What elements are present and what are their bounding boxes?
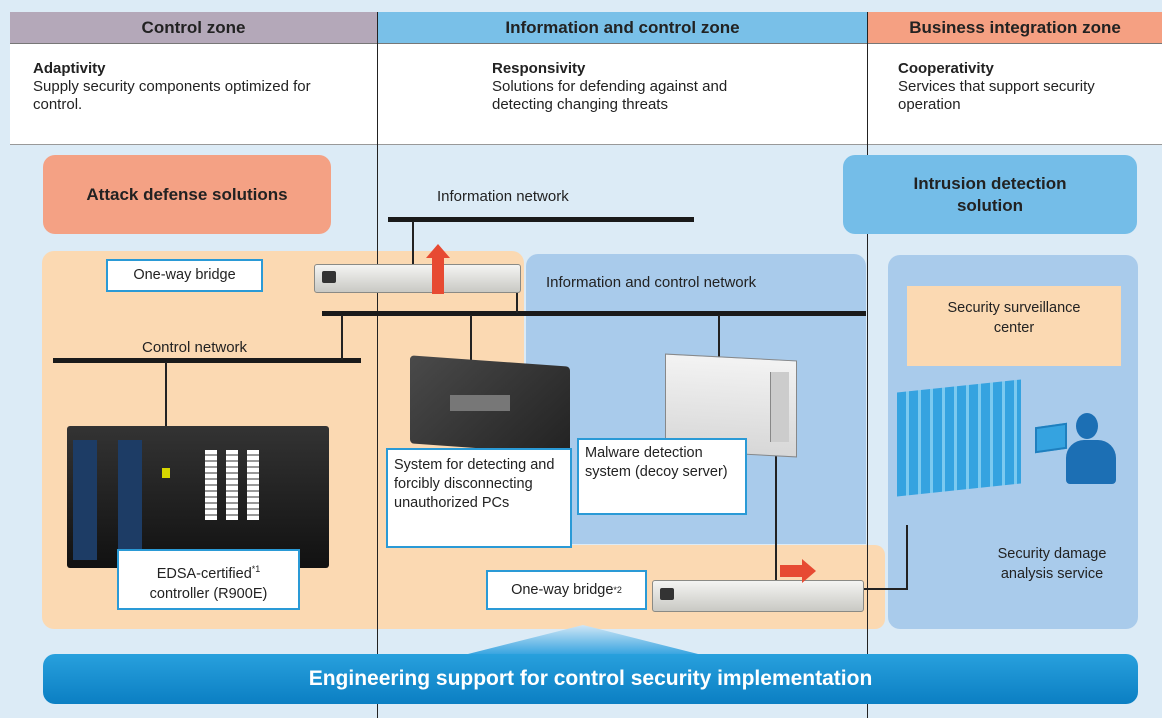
red-up-arrow-shaft (432, 258, 444, 294)
control-network-bar (53, 358, 361, 363)
controller-status-led (162, 468, 170, 478)
red-up-arrow-icon (426, 244, 450, 258)
controller-io-1 (205, 450, 217, 520)
info-control-network-bar (322, 311, 866, 316)
control-zone-text: Supply security components optimized for… (33, 78, 311, 113)
information-network-bar (388, 217, 694, 222)
business-zone-header: Business integration zone (868, 12, 1162, 43)
connector-control-to-controller (165, 362, 167, 447)
engineering-up-arrow (464, 625, 702, 655)
power-socket-icon-bottom (660, 588, 674, 600)
person-icon-body (1066, 440, 1116, 484)
unauthorized-pc-text: System for detecting and forcibly discon… (394, 457, 555, 511)
one-way-bridge-text-bottom: One-way bridge (511, 581, 614, 598)
control-zone-description: Adaptivity Supply security components op… (33, 60, 353, 114)
one-way-bridge-text-top: One-way bridge (133, 267, 236, 283)
controller-module-1 (73, 440, 97, 560)
connector-unauth-pc (470, 315, 472, 361)
connector-bridge-to-info (412, 221, 414, 269)
one-way-bridge-device-bottom (652, 580, 864, 612)
edsa-footnote-marker: *1 (251, 564, 261, 574)
data-center-building-icon (897, 379, 1021, 497)
one-way-bridge-footnote-marker: *2 (613, 584, 622, 595)
edsa-subtext: controller (R900E) (149, 585, 268, 602)
security-center-box: Security surveillance center (907, 286, 1121, 366)
intrusion-detection-label: Intrusion detection solution (913, 173, 1067, 215)
control-network-label: Control network (142, 339, 248, 356)
attack-defense-box: Attack defense solutions (43, 155, 331, 234)
connector-bridge-to-business (862, 588, 907, 590)
description-bottom-line (10, 144, 1162, 145)
description-band (10, 43, 1162, 144)
unauthorized-pc-device-ports (450, 395, 510, 411)
unauthorized-pc-label: System for detecting and forcibly discon… (386, 448, 572, 548)
info-control-zone-title: Responsivity (492, 60, 586, 77)
malware-detection-label: Malware detection system (decoy server) (577, 438, 747, 515)
zone-divider-right (867, 12, 868, 718)
power-socket-icon (322, 271, 336, 283)
info-control-network-label: Information and control network (546, 274, 757, 291)
controller-io-2 (226, 450, 238, 520)
person-icon-head (1076, 413, 1098, 439)
red-right-arrow-icon (802, 559, 816, 583)
attack-defense-label: Attack defense solutions (86, 184, 288, 204)
edsa-controller-label: EDSA-certified*1 controller (R900E) (117, 549, 300, 610)
security-center-label: Security surveillance center (947, 300, 1081, 336)
information-network-label: Information network (437, 188, 569, 205)
business-zone-description: Cooperativity Services that support secu… (898, 60, 1153, 114)
control-zone-title: Adaptivity (33, 60, 106, 77)
info-control-zone-description: Responsivity Solutions for defending aga… (492, 60, 762, 114)
one-way-bridge-label-bottom: One-way bridge*2 (486, 570, 647, 610)
header-bottom-line (10, 43, 1162, 44)
connector-bottom-bridge (775, 456, 777, 584)
malware-server-panel (770, 372, 789, 442)
intrusion-detection-box: Intrusion detection solution (843, 155, 1137, 234)
business-zone-title: Cooperativity (898, 60, 994, 77)
controller-rack (67, 426, 329, 568)
monitor-icon (1035, 422, 1067, 454)
damage-analysis-label: Security damage analysis service (997, 546, 1107, 582)
engineering-support-label: Engineering support for control security… (308, 667, 873, 690)
connector-malware-server (718, 315, 720, 357)
edsa-text: EDSA-certified (156, 565, 252, 582)
one-way-bridge-device-top (314, 264, 521, 293)
controller-io-3 (247, 450, 259, 520)
connector-business-up (906, 525, 908, 590)
engineering-support-bar: Engineering support for control security… (43, 654, 1138, 704)
controller-module-2 (118, 440, 142, 560)
info-control-zone-header: Information and control zone (378, 12, 867, 43)
red-right-arrow-shaft (780, 565, 802, 577)
one-way-bridge-label-top: One-way bridge (106, 259, 263, 292)
connector-bridge-to-infocontrol (516, 280, 518, 313)
connector-control-to-infocontrol (341, 315, 343, 360)
info-control-zone-text: Solutions for defending against and dete… (492, 78, 728, 113)
control-zone-header: Control zone (10, 12, 377, 43)
business-zone-text: Services that support security operation (898, 78, 1095, 113)
malware-detection-text: Malware detection system (decoy server) (585, 445, 728, 480)
zone-divider-left (377, 12, 378, 718)
